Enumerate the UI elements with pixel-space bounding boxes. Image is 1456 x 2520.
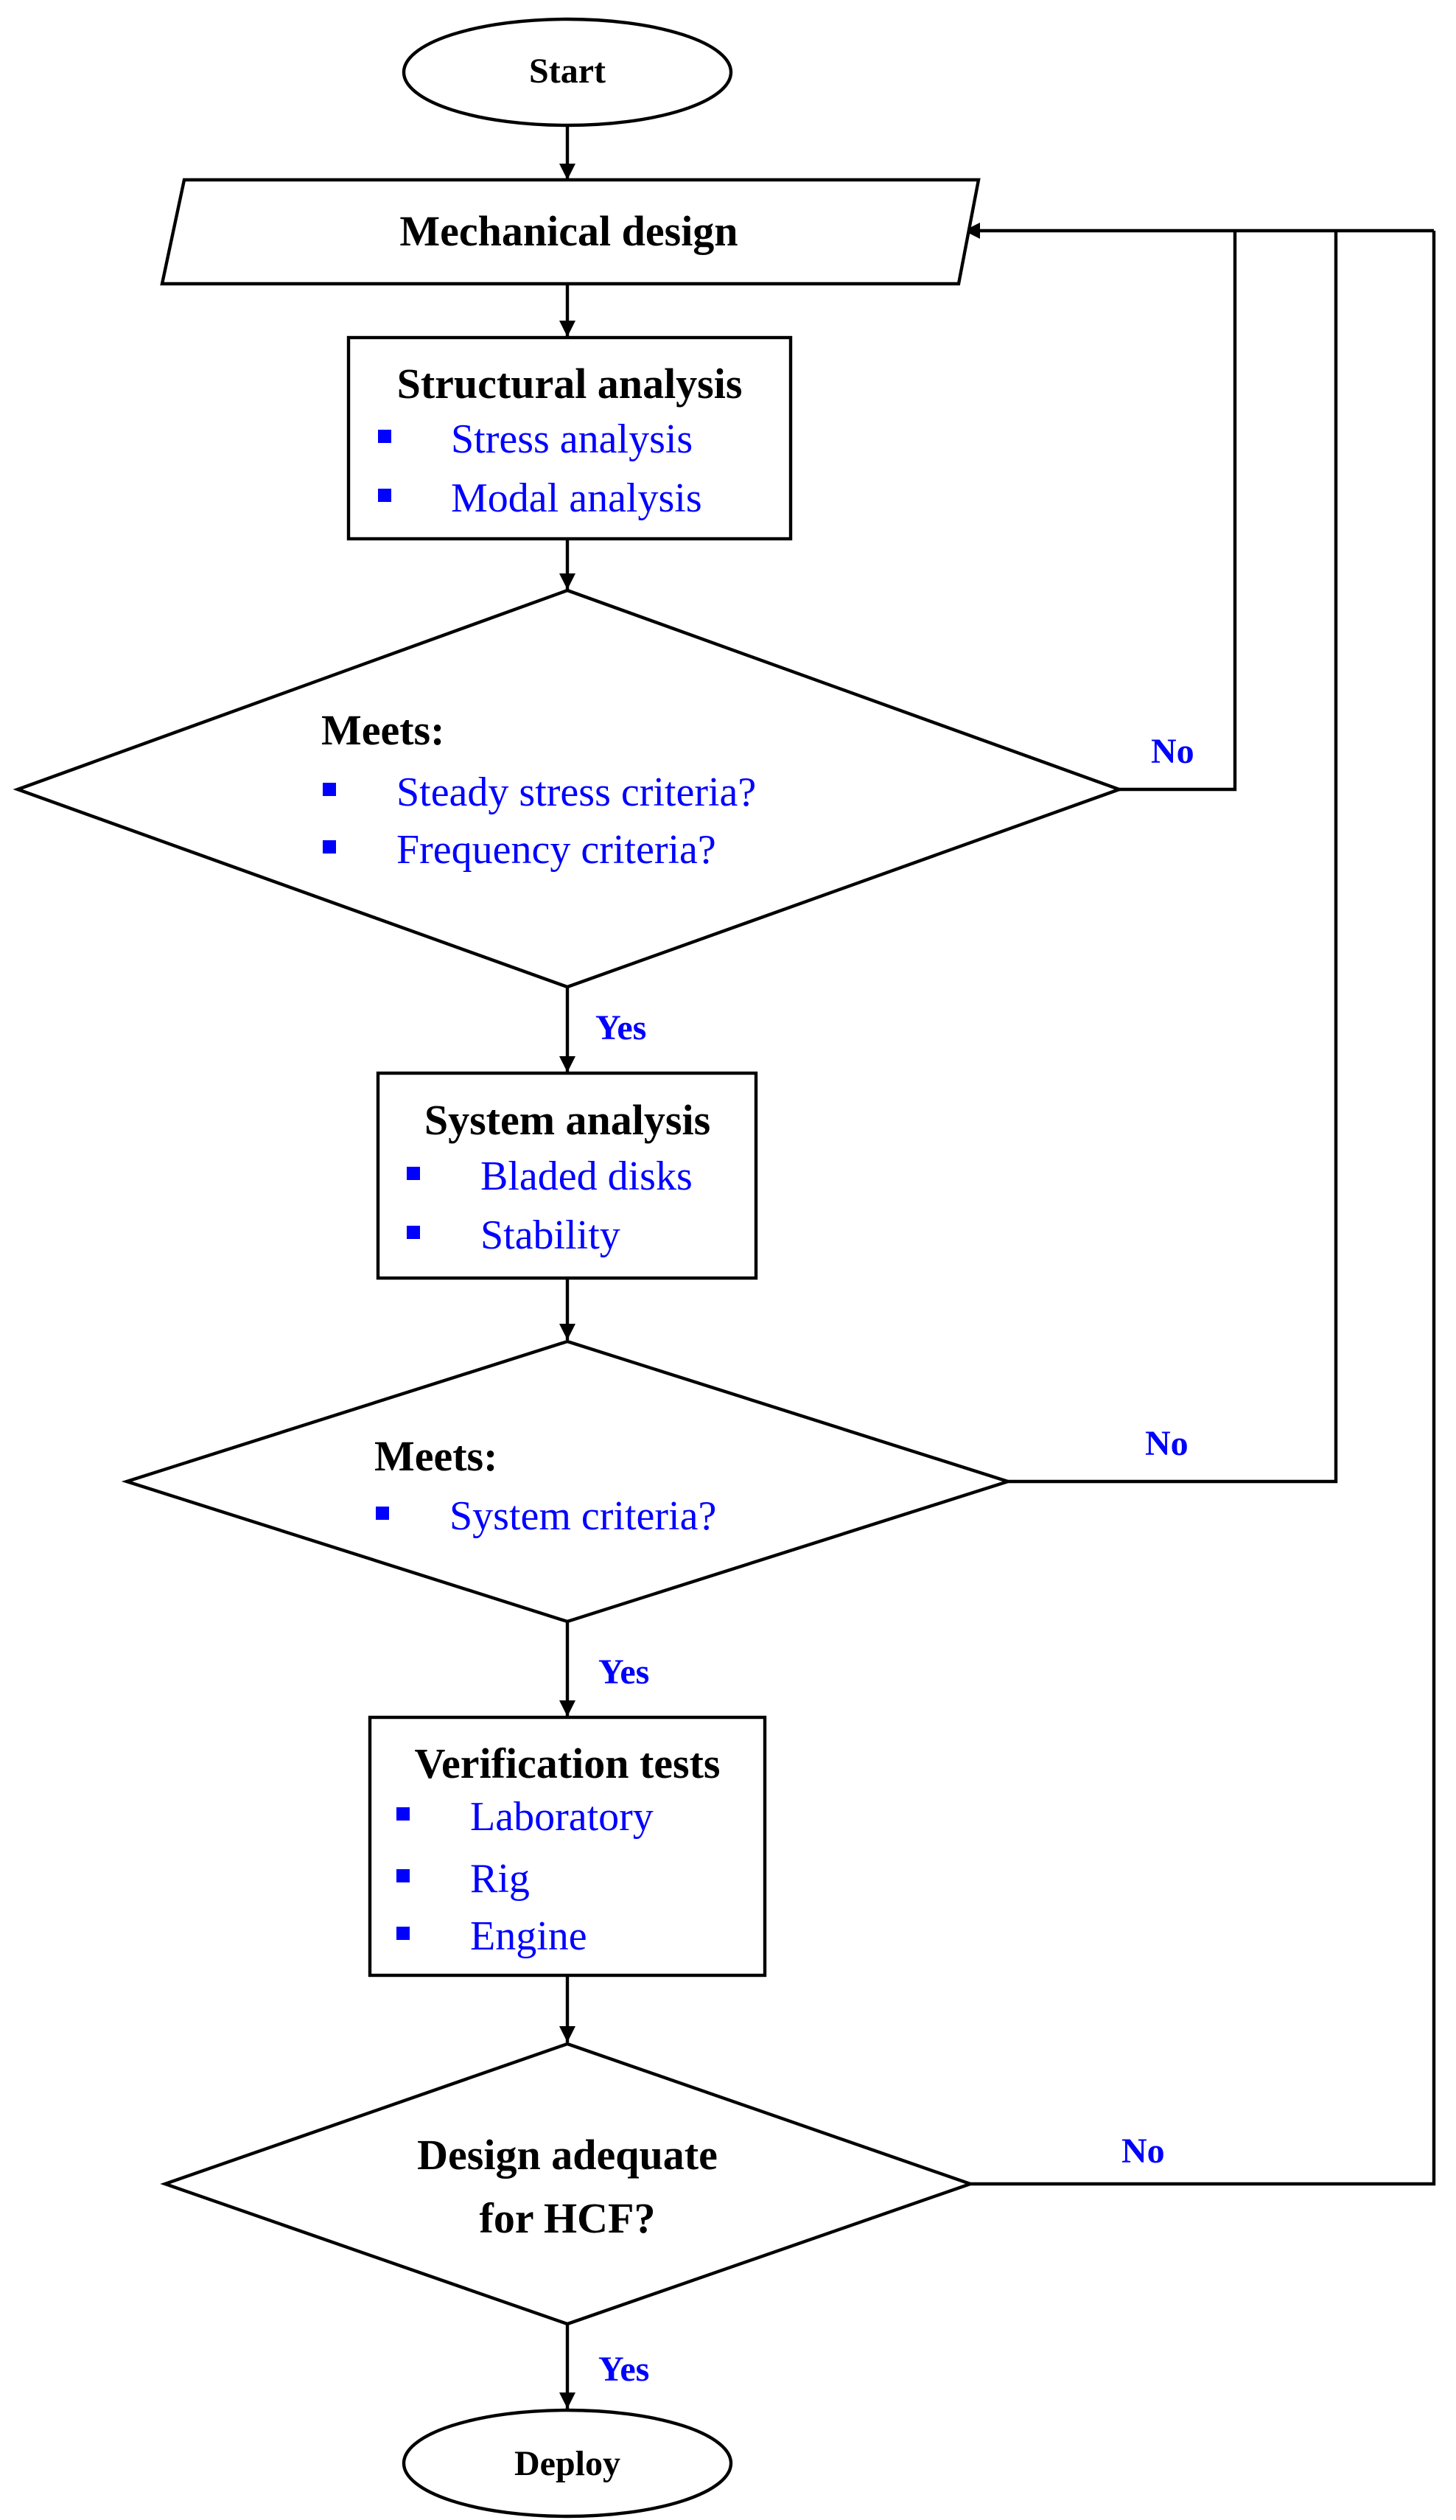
verification-tests-box: Verification tests Laboratory Rig Engine	[368, 1715, 767, 1978]
verification-tests-title: Verification tests	[414, 1739, 720, 1787]
structural-analysis-box: Structural analysis Stress analysis Moda…	[346, 335, 793, 541]
loop-decision2-no	[1008, 231, 1338, 1484]
decision-1-no-label: No	[1151, 732, 1194, 771]
bullet-icon	[396, 1869, 410, 1882]
deploy-label: Deploy	[514, 2444, 620, 2483]
structural-analysis-title: Structural analysis	[397, 360, 743, 408]
bullet-icon	[407, 1167, 420, 1180]
bullet-icon	[376, 1507, 389, 1520]
verification-item: Laboratory	[470, 1794, 654, 1840]
decision-1: Meets: Steady stress criteria? Frequency…	[13, 588, 1124, 989]
decision-3-yes-label: Yes	[598, 2350, 649, 2389]
bullet-icon	[323, 783, 336, 796]
decision-3-line-1: Design adequate	[417, 2131, 718, 2179]
verification-item: Engine	[470, 1913, 587, 1959]
decision-3: Design adequate for HCF?	[160, 2042, 976, 2326]
structural-item: Modal analysis	[451, 475, 702, 521]
decision-2-item: System criteria?	[449, 1493, 716, 1539]
decision-1-item: Steady stress criteria?	[396, 769, 756, 815]
decision-2: Meets: System criteria?	[121, 1339, 1014, 1624]
structural-item: Stress analysis	[451, 416, 693, 462]
verification-item: Rig	[470, 1856, 530, 1902]
decision-2-no-label: No	[1145, 1424, 1189, 1463]
decision-2-yes-label: Yes	[598, 1652, 649, 1692]
bullet-icon	[378, 430, 391, 443]
deploy-terminal: Deploy	[402, 2408, 733, 2519]
system-analysis-title: System analysis	[424, 1096, 710, 1144]
decision-1-title: Meets:	[321, 706, 444, 754]
bullet-icon	[378, 489, 391, 502]
system-analysis-box: System analysis Bladed disks Stability	[376, 1071, 758, 1280]
decision-2-title: Meets:	[374, 1432, 497, 1480]
system-item: Bladed disks	[480, 1153, 693, 1199]
decision-3-no-label: No	[1121, 2132, 1165, 2171]
system-item: Stability	[480, 1212, 620, 1258]
start-label: Start	[529, 52, 606, 91]
mechanical-design-step: Mechanical design	[160, 178, 981, 286]
decision-1-item: Frequency criteria?	[396, 827, 716, 873]
decision-3-line-2: for HCF?	[480, 2194, 656, 2242]
decision-1-yes-label: Yes	[595, 1008, 646, 1047]
loop-decision3-no	[970, 231, 1436, 2186]
loop-decision1-no	[1119, 231, 1237, 792]
start-terminal: Start	[402, 17, 733, 128]
bullet-icon	[323, 840, 336, 854]
bullet-icon	[407, 1226, 420, 1239]
bullet-icon	[396, 1807, 410, 1821]
mechanical-design-label: Mechanical design	[399, 207, 738, 255]
bullet-icon	[396, 1927, 410, 1940]
